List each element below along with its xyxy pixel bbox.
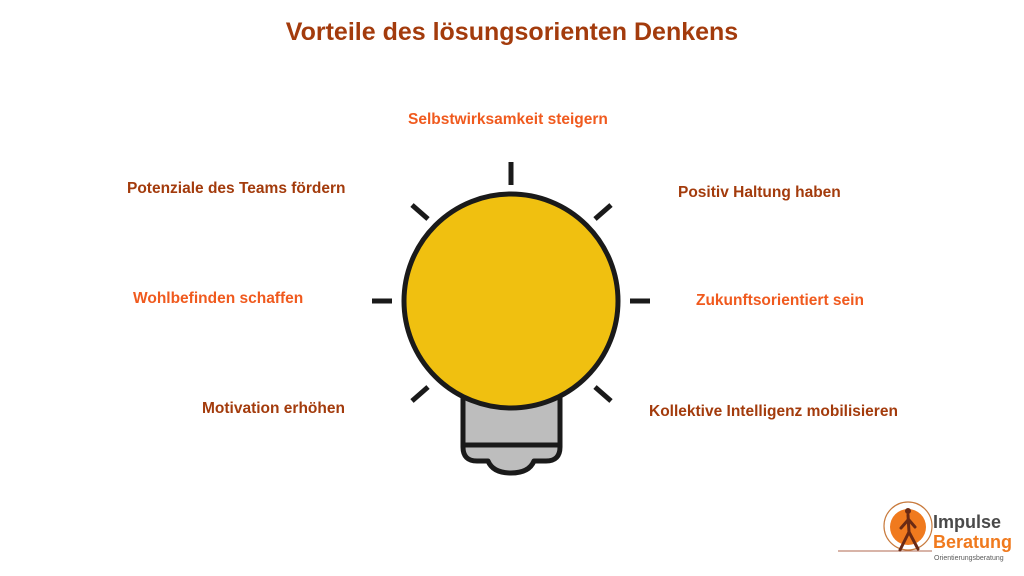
benefit-self-efficacy: Selbstwirksamkeit steigern <box>408 111 608 128</box>
benefit-motivation: Motivation erhöhen <box>202 400 345 417</box>
bulb-glass <box>401 191 621 411</box>
logo-word-beratung: Beratung <box>933 532 1013 552</box>
benefit-collective-intelligence: Kollektive Intelligenz mobilisieren <box>649 403 898 420</box>
logo-emblem <box>838 501 933 552</box>
benefit-positive-attitude: Positiv Haltung haben <box>678 184 841 201</box>
benefit-wellbeing: Wohlbefinden schaffen <box>133 290 304 307</box>
logo-tagline: Orientierungsberatung <box>934 555 1004 562</box>
lightbulb-icon <box>372 162 650 476</box>
page-title: Vorteile des lösungsorienten Denkens <box>285 18 739 46</box>
company-logo: Impulse Beratung Orientierungsberatung <box>838 498 1012 572</box>
benefit-team-potential: Potenziale des Teams fördern <box>127 180 346 197</box>
benefit-future-oriented: Zukunftsorientiert sein <box>696 292 864 309</box>
light-rays <box>372 162 650 403</box>
logo-word-impulse: Impulse <box>933 512 1002 532</box>
bulb-base <box>460 390 563 476</box>
